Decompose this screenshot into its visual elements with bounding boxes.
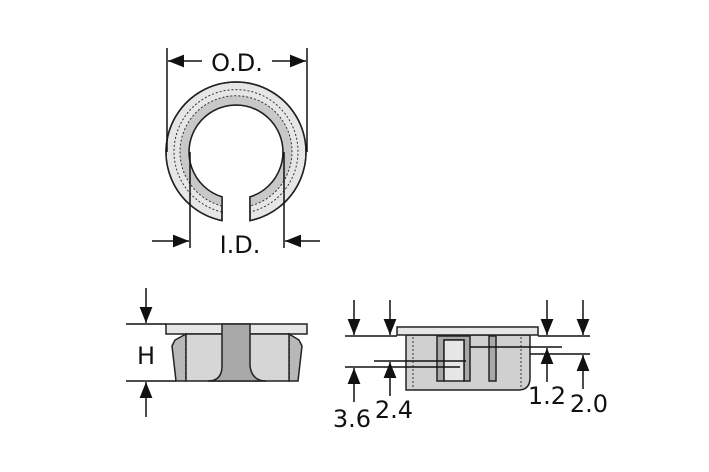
height-dimension: H (126, 288, 176, 417)
od-label: O.D. (211, 49, 263, 77)
height-label: H (137, 342, 155, 370)
dim-2-4-label: 2.4 (375, 396, 413, 424)
section-view (396, 326, 539, 391)
dim-2-0-label: 2.0 (570, 390, 608, 418)
id-label: I.D. (220, 231, 261, 259)
ring-dashed-inner (179, 95, 293, 207)
side-view (165, 323, 308, 382)
dim-1-2-label: 1.2 (528, 382, 566, 410)
od-dimension: O.D. (166, 48, 308, 152)
ring-dashed-outer (173, 89, 299, 213)
id-dimension: I.D. (152, 152, 320, 259)
dim-3-6-label: 3.6 (333, 405, 371, 433)
top-view-ring (165, 81, 307, 222)
section-dimensions: 3.6 2.4 1.2 2.0 (333, 300, 608, 433)
